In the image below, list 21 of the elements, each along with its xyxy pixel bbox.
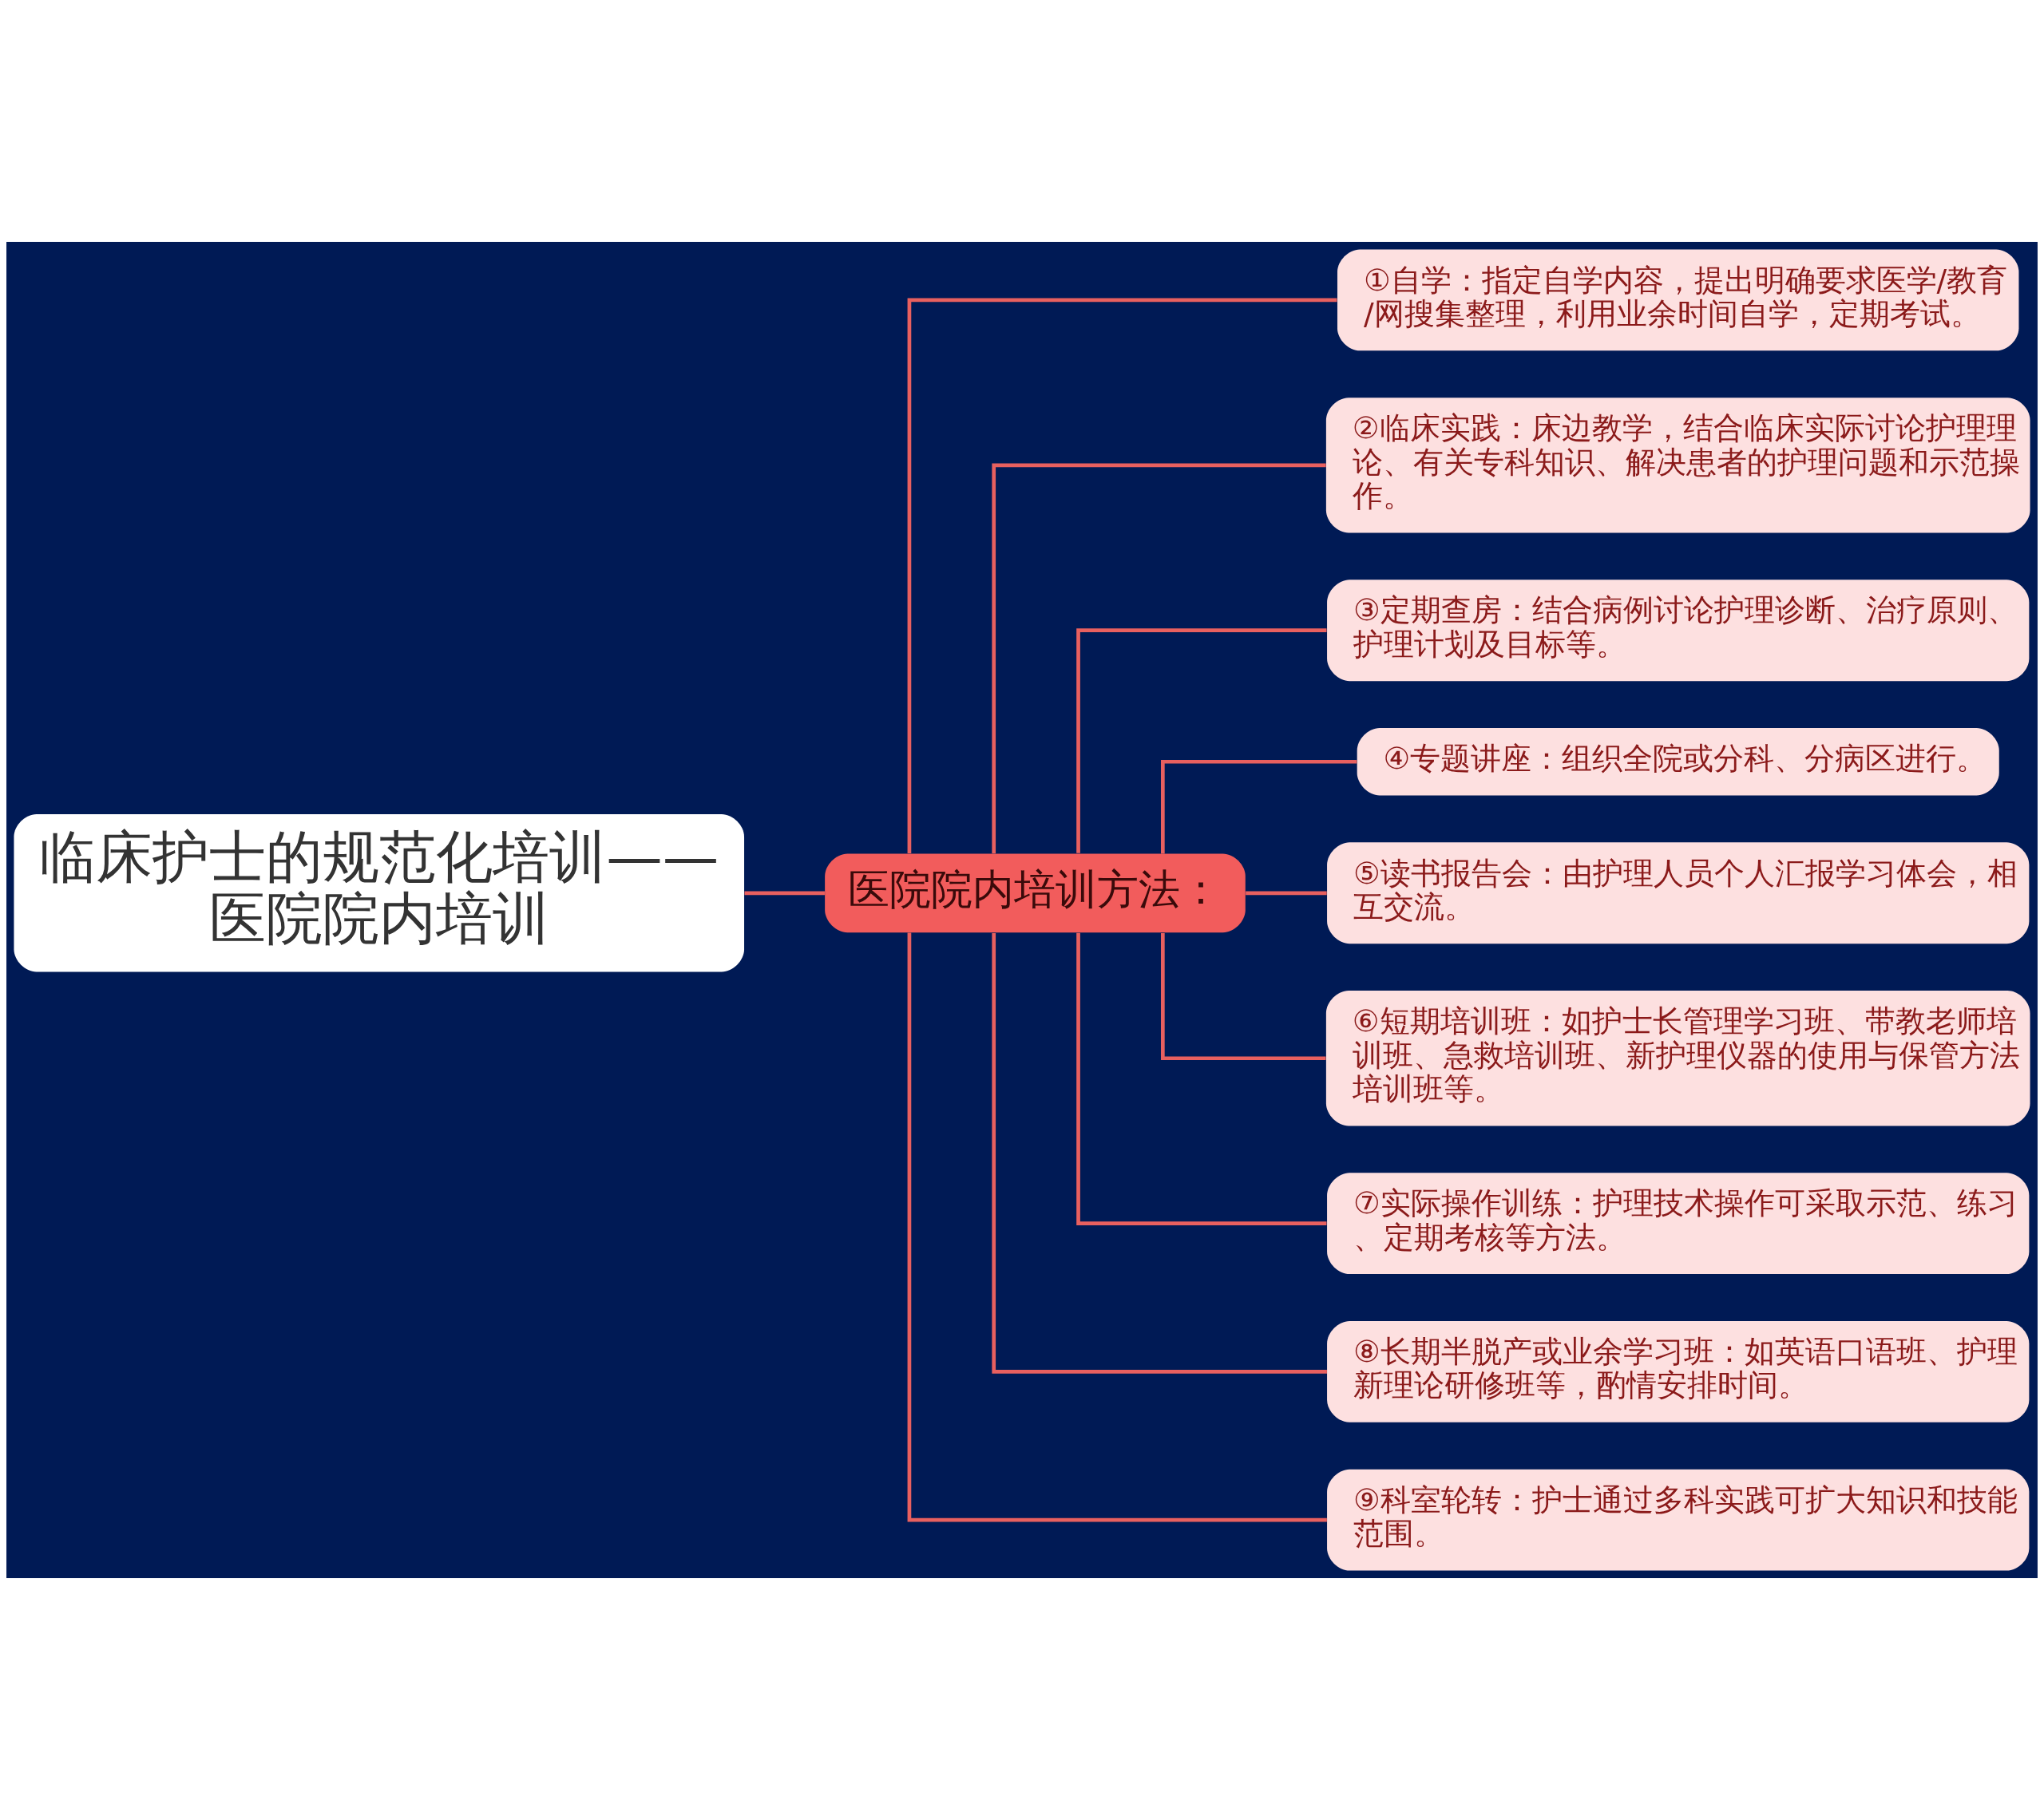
connector xyxy=(1161,759,1357,854)
node-box: 临床护士的规范化培训——医院院内培训 xyxy=(14,814,745,972)
connector xyxy=(992,463,1326,854)
node-box: ⑤读书报告会：由护理人员个人汇报学习体会，相互交流。 xyxy=(1327,842,2030,944)
node-box: ⑧长期半脱产或业余学习班：如英语口语班、护理新理论研修班等，酌情安排时间。 xyxy=(1327,1320,2030,1422)
node-box: ①自学：指定自学内容，提出明确要求医学/教育/网搜集整理，利用业余时间自学，定期考试。 xyxy=(1337,249,2019,351)
node-box: ④专题讲座：组织全院或分科、分病区进行。 xyxy=(1357,727,1999,796)
connector xyxy=(1076,932,1327,1225)
connector xyxy=(1076,628,1327,853)
node-box: ③定期查房：结合病例讨论护理诊断、治疗原则、护理计划及目标等。 xyxy=(1327,580,2030,682)
connector xyxy=(907,298,1337,853)
connector xyxy=(992,932,1327,1374)
node-box: ⑥短期培训班：如护士长管理学习班、带教老师培训班、急救培训班、新护理仪器的使用与保管方法培训班等。 xyxy=(1325,991,2030,1126)
connector xyxy=(1246,891,1327,896)
connector xyxy=(744,891,825,896)
node-box: 医院院内培训方法： xyxy=(825,853,1246,933)
node-box: ⑦实际操作训练：护理技术操作可采取示范、练习、定期考核等方法。 xyxy=(1327,1173,2030,1275)
node-box: ②临床实践：床边教学，结合临床实际讨论护理理论、有关专科知识、解决患者的护理问题和示范操作。 xyxy=(1325,398,2030,533)
connector xyxy=(907,932,1327,1522)
node-box: ⑨科室轮转：护士通过多科实践可扩大知识和技能范围。 xyxy=(1327,1469,2030,1571)
connector xyxy=(1161,932,1326,1061)
